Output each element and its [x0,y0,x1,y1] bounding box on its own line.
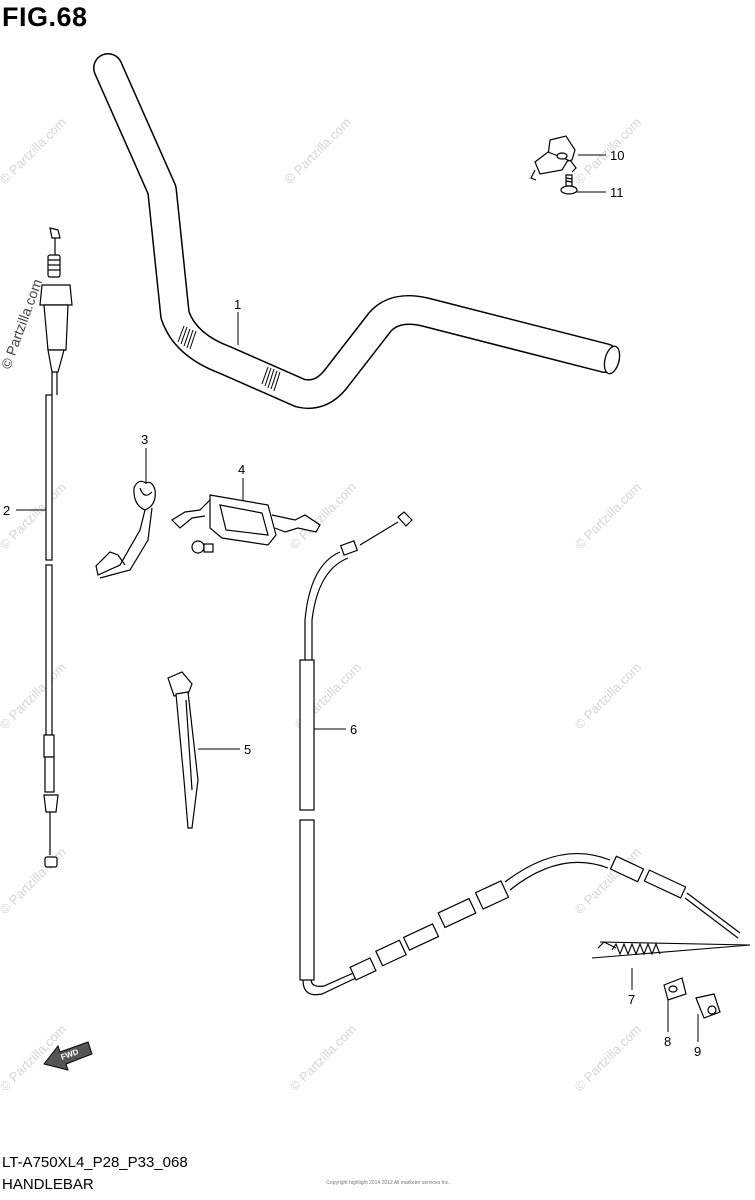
watermark: © Partzilla.com [0,845,69,918]
callout-10: 10 [610,148,624,163]
clamp-part-3 [95,480,156,579]
callout-2: 2 [3,503,10,518]
model-code: LT-A750XL4_P28_P33_068 [2,1154,188,1171]
callout-6: 6 [350,722,357,737]
watermark: © Partzilla.com [0,277,45,371]
callout-5: 5 [244,742,251,757]
watermark: © Partzilla.com [572,660,645,733]
callout-8: 8 [664,1034,671,1049]
callout-7: 7 [628,992,635,1007]
watermark: © Partzilla.com [0,480,69,553]
watermark: © Partzilla.com [572,845,645,918]
bracket-part-4 [171,494,321,554]
callout-9: 9 [694,1044,701,1059]
handlebar-part-1 [93,53,621,410]
tie-strap-part-5 [167,671,199,829]
callout-1: 1 [234,297,241,312]
watermarks: © Partzilla.com © Partzilla.com © Partzi… [0,115,644,1095]
collar-part-8 [663,977,687,1001]
adjuster-part-9 [695,993,721,1019]
holder-part-10 [530,135,577,181]
leader-lines [16,154,699,1042]
section-name: HANDLEBAR [2,1176,94,1193]
callout-4: 4 [238,462,245,477]
fwd-arrow: FWD [43,1041,93,1071]
watermark: © Partzilla.com [287,480,360,553]
callout-numbers: 1 2 3 4 5 6 7 8 9 10 11 [3,148,701,1059]
spring-part-7 [591,941,751,959]
watermark: © Partzilla.com [572,480,645,553]
watermark: © Partzilla.com [0,115,69,188]
callout-11: 11 [610,185,624,200]
watermark: © Partzilla.com [0,660,69,733]
lever-cable-part-6 [299,511,741,996]
watermark: © Partzilla.com [282,115,355,188]
callout-3: 3 [141,432,148,447]
watermark: © Partzilla.com [287,1022,360,1095]
figure-title: FIG.68 [2,2,88,32]
watermark: © Partzilla.com [572,1022,645,1095]
throttle-cable-part-2 [39,227,73,868]
copyright-note: Copyright highlight 2014 2012 All market… [326,1180,450,1186]
screw-part-11 [560,174,578,195]
watermark: © Partzilla.com [572,115,645,188]
